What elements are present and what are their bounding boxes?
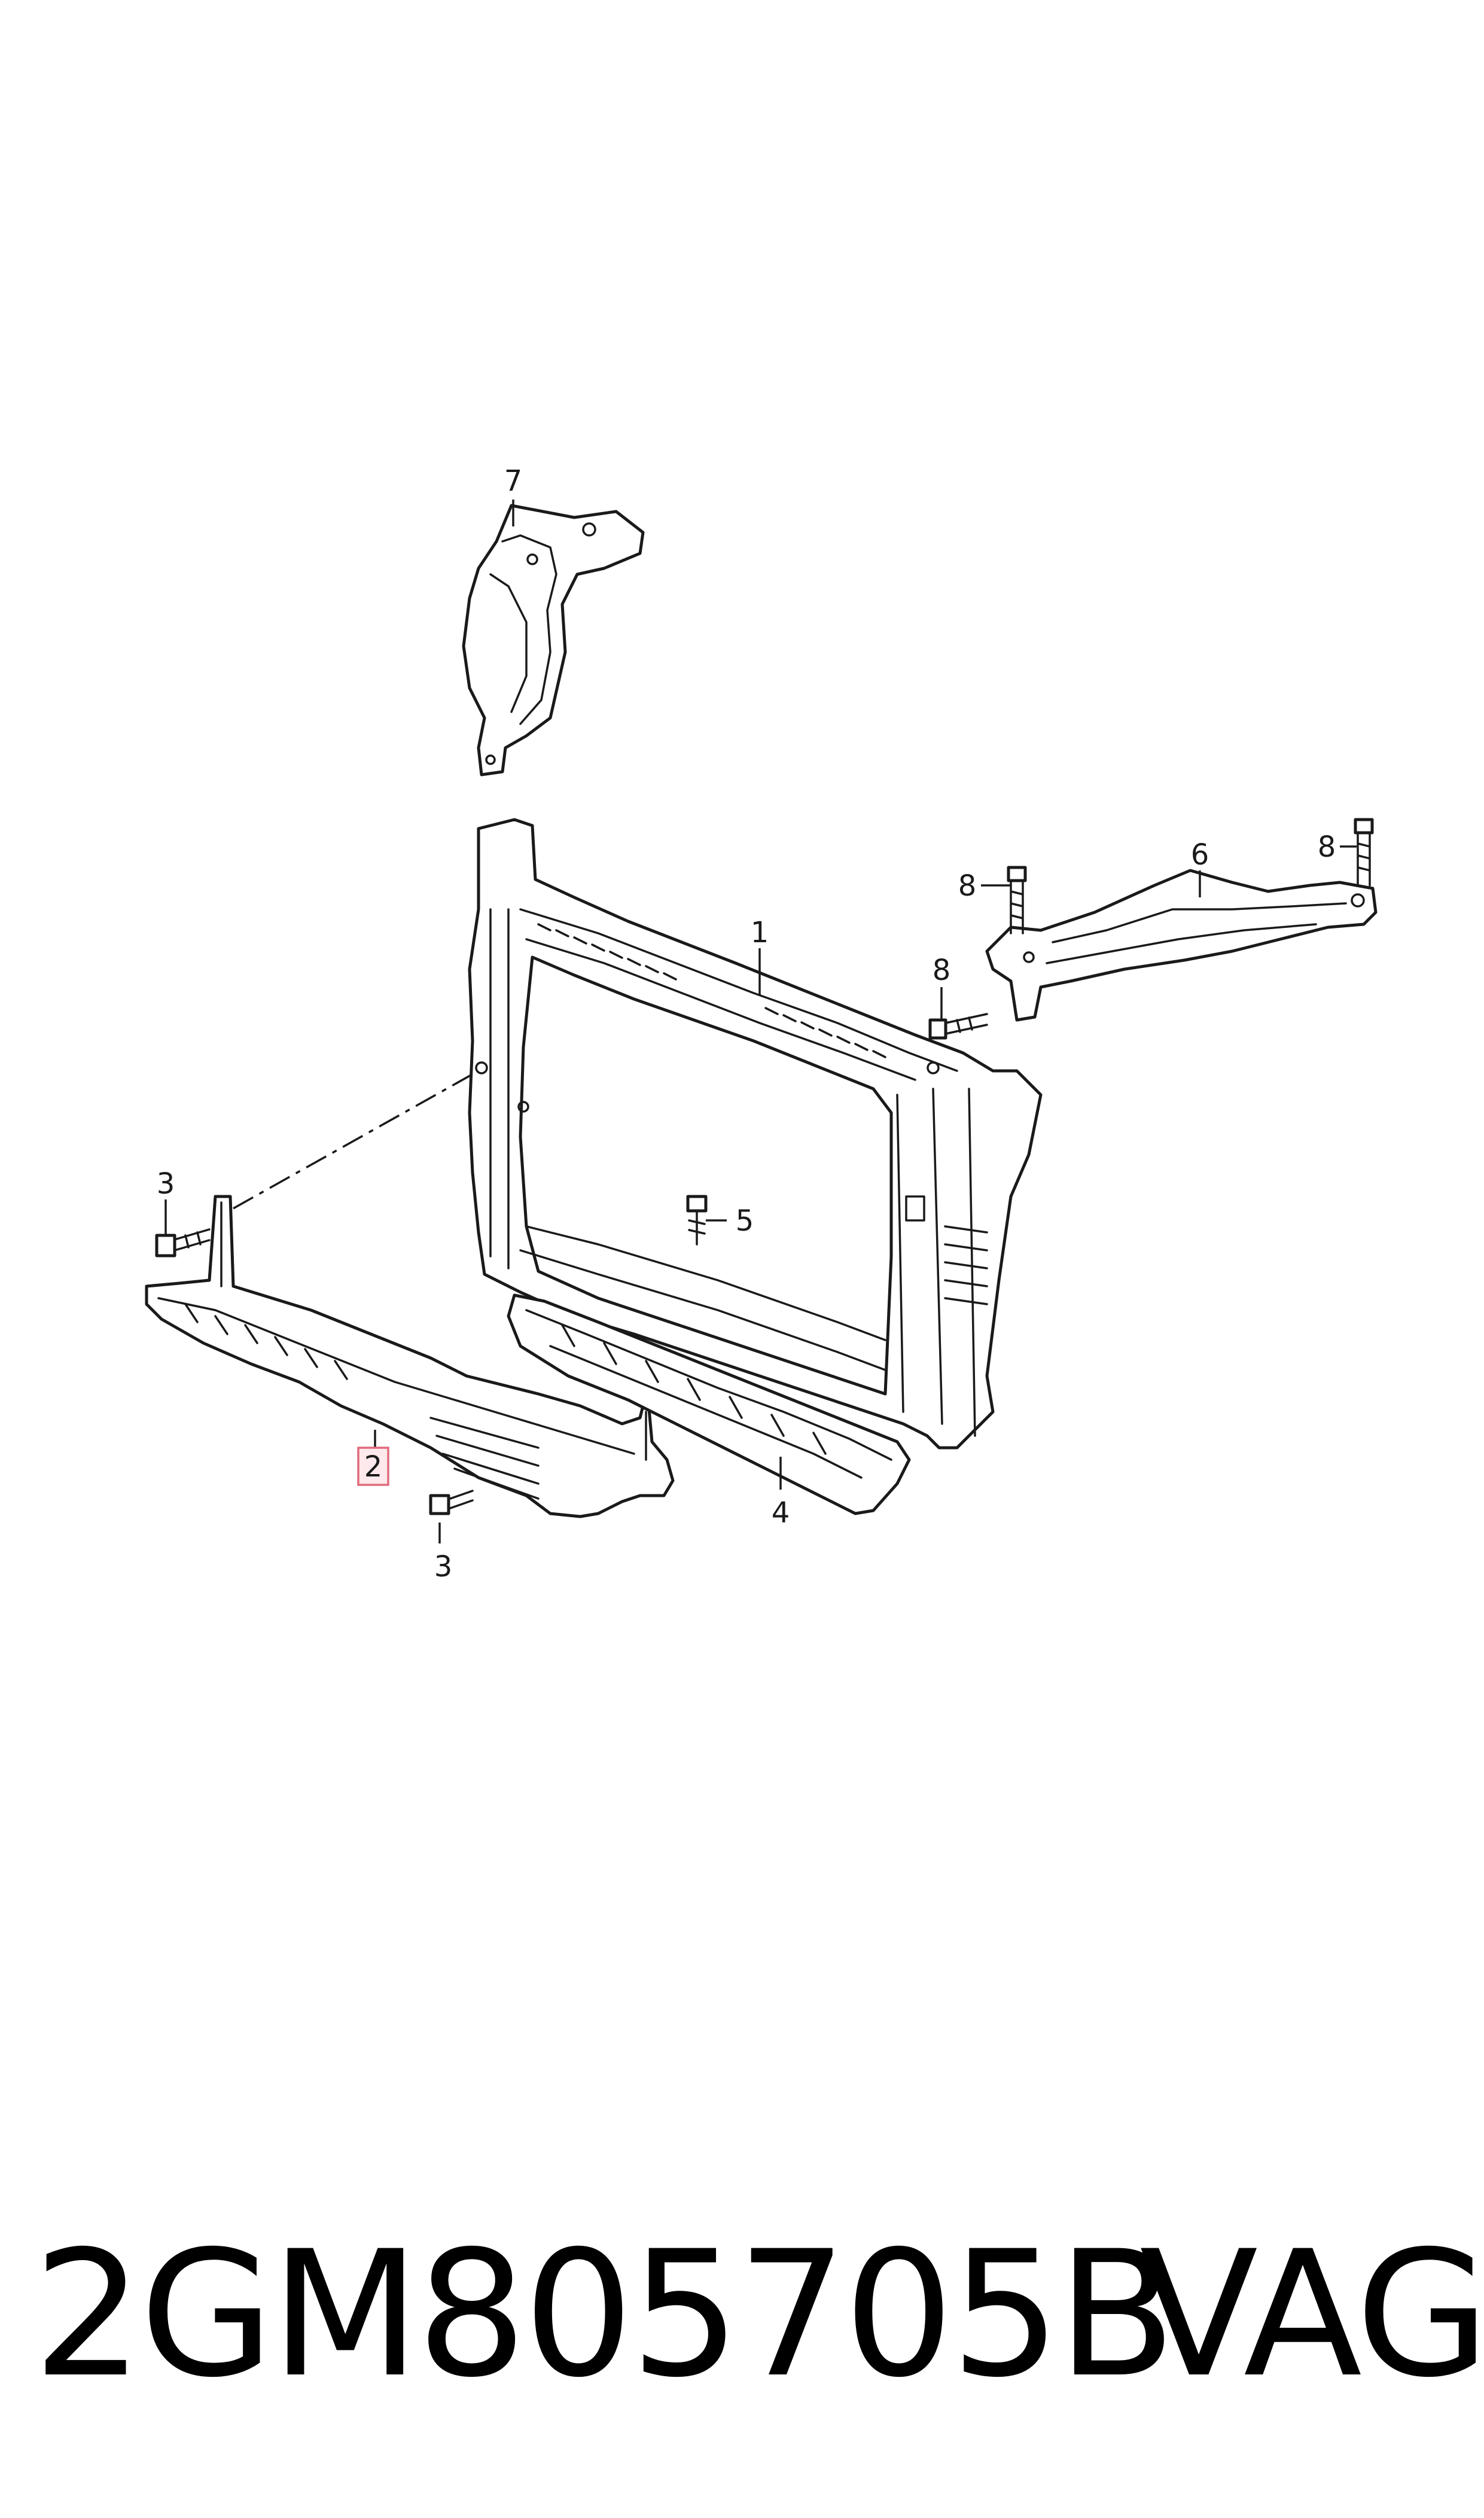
callout-1: 1 (751, 916, 769, 949)
leader-lines (164, 500, 1357, 1543)
highlight-box (357, 1447, 389, 1486)
callout-3-bottom: 3 (434, 1550, 453, 1584)
brand-label: VAG (1139, 2214, 1484, 2416)
bolt-8-top-left (1007, 866, 1027, 934)
part-1-front-frame (468, 818, 1043, 1450)
part-6-side-bracket (985, 869, 1378, 1022)
part-7-bracket (462, 504, 645, 777)
bolt-8-side (928, 1013, 988, 1040)
callout-8-left: 8 (958, 869, 977, 903)
screw-3-left (155, 1228, 211, 1258)
callout-2: 2 (364, 1450, 383, 1484)
alignment-line (233, 1070, 479, 1210)
bolt-8-top-right (1354, 818, 1374, 887)
callout-2-highlighted[interactable]: 2 (357, 1447, 389, 1486)
part-2-lower-trim (145, 1195, 675, 1518)
callout-7: 7 (504, 464, 523, 498)
screw-3-bottom (429, 1490, 474, 1515)
callout-6: 6 (1191, 838, 1209, 872)
callout-8-side: 8 (933, 954, 951, 987)
callout-4: 4 (772, 1496, 790, 1530)
callout-5: 5 (736, 1204, 754, 1238)
part-number-label: 2GM805705B (33, 2214, 1176, 2416)
callout-8-right: 8 (1318, 830, 1336, 864)
part-4-lower-beam (507, 1293, 911, 1515)
callout-3-left: 3 (157, 1167, 175, 1201)
screw-5 (686, 1195, 708, 1246)
